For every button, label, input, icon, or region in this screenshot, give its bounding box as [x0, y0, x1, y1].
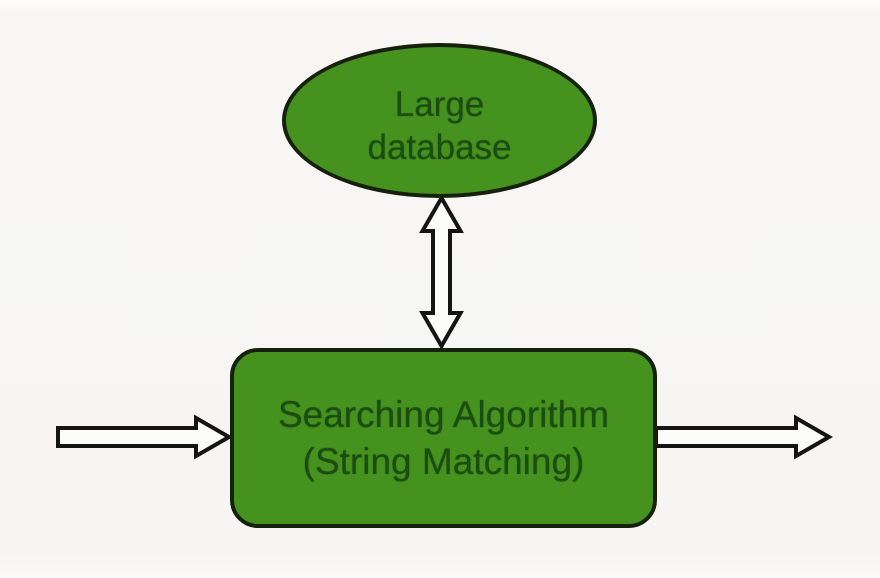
algorithm-label-line2: (String Matching) — [302, 441, 585, 482]
bidirectional-arrow-icon — [419, 193, 464, 351]
node-searching-algorithm: Searching Algorithm (String Matching) — [230, 348, 657, 528]
input-arrow-icon — [56, 414, 234, 460]
node-large-database: Large database — [282, 43, 597, 198]
database-label-line2: database — [367, 127, 512, 167]
output-arrow-icon — [654, 414, 834, 460]
algorithm-label-line1: Searching Algorithm — [277, 394, 610, 435]
database-label-line1: Large — [394, 84, 485, 124]
